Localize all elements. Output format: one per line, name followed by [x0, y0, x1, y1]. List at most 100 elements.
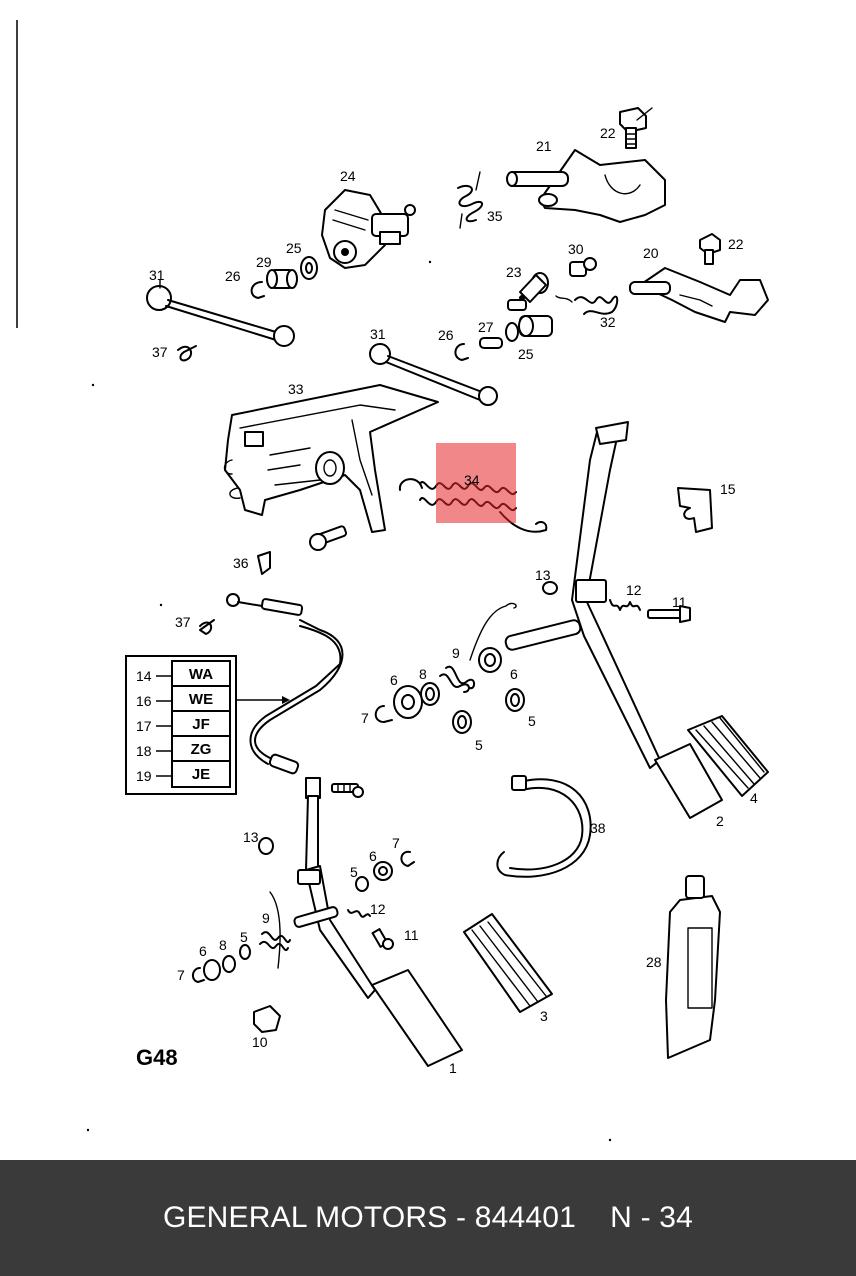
callout-37-top: 37: [152, 344, 168, 360]
part-32-spring: [555, 295, 619, 315]
callout-28: 28: [646, 954, 662, 970]
callout-13-lower: 13: [243, 829, 259, 845]
part-4-pedal-pad: [687, 715, 769, 797]
part-31-rod-right: [369, 343, 498, 406]
callout-9-lower: 9: [262, 910, 270, 926]
part-pedal-arm-right: [571, 421, 661, 769]
part-2-pedal-pad: [654, 743, 723, 819]
part-23-pivot-pin: [507, 272, 549, 311]
throttle-cable: [226, 593, 344, 775]
callout-6-lower-right: 6: [369, 848, 377, 864]
footer-bar: GENERAL MOTORS - 844401 N - 34: [0, 1160, 856, 1276]
callout-37-mid: 37: [175, 614, 191, 630]
part-38-band: [496, 775, 592, 878]
code-num-18: 18: [136, 743, 152, 759]
part-22-bolt-top: [619, 107, 647, 149]
code-JE: JE: [192, 766, 210, 783]
part-9-spring-upper: [439, 602, 517, 693]
callout-12-upper: 12: [626, 582, 642, 598]
callout-3: 3: [540, 1008, 548, 1024]
part-36-clip: [257, 551, 271, 575]
part-6-bush-lower: [203, 959, 221, 981]
pedal-shaft: [504, 619, 582, 651]
callout-5-upper-right: 5: [528, 713, 536, 729]
callout-11-lower: 11: [404, 927, 419, 943]
callout-8-lower: 8: [219, 937, 227, 953]
callout-26-right: 26: [438, 327, 454, 343]
part-13-bush-lower: [258, 837, 274, 855]
callout-36: 36: [233, 555, 249, 571]
part-13-bush-upper: [542, 581, 558, 595]
code-num-14: 14: [136, 668, 152, 684]
callout-6-lower: 6: [199, 943, 207, 959]
part-8-washer-upper: [420, 682, 440, 706]
callout-5-upper-mid: 5: [475, 737, 483, 753]
part-11-bolt-upper: [647, 605, 691, 623]
callout-20: 20: [643, 245, 659, 261]
part-31-rod-left: [146, 285, 295, 347]
callout-30: 30: [568, 241, 584, 257]
callout-35: 35: [487, 208, 503, 224]
callout-15: 15: [720, 481, 736, 497]
part-12-spring-upper: [609, 599, 641, 611]
part-28-pedal-cover: [665, 875, 721, 1059]
pedal-shaft-lower: [293, 906, 339, 928]
callout-7-lower-right: 7: [392, 835, 400, 851]
callout-31-left: 31: [149, 267, 165, 283]
part-30-cap: [569, 257, 597, 277]
callout-25-right: 25: [518, 346, 534, 362]
code-table: 14 16 17 18 19 WA WE JF ZG JE: [125, 655, 290, 795]
callout-6-upper-right: 6: [510, 666, 518, 682]
part-6-bush-lower-right: [373, 861, 393, 881]
callout-10: 10: [252, 1034, 268, 1050]
code-WE: WE: [189, 691, 213, 708]
callout-33: 33: [288, 381, 304, 397]
callout-13-upper: 13: [535, 567, 551, 583]
callout-34: 34: [464, 472, 480, 488]
part-8-washer-lower: [222, 955, 236, 973]
callout-38: 38: [590, 820, 606, 836]
bolt-accelerator: [331, 783, 364, 798]
part-5-washer-upper-right: [505, 688, 525, 712]
part-37-clip-top: [177, 345, 197, 362]
callout-31-right: 31: [370, 326, 386, 342]
page-code-label: G48: [136, 1045, 178, 1070]
part-26-clip-right: [454, 343, 469, 361]
scan-noise-dots: [86, 260, 612, 1142]
callout-26-left: 26: [225, 268, 241, 284]
part-33-mounting-bracket: [223, 384, 439, 533]
callout-32: 32: [600, 314, 616, 330]
part-6-bush-upper-left: [393, 685, 423, 719]
callout-8-upper: 8: [419, 666, 427, 682]
code-WA: WA: [189, 666, 213, 683]
part-35-spring: [457, 171, 483, 229]
part-22-bolt-right: [699, 233, 721, 265]
callout-6-upper-left: 6: [390, 672, 398, 688]
callout-11-upper: 11: [672, 594, 687, 610]
part-1-accelerator-pad: [371, 969, 463, 1067]
part-5-washer-lower: [239, 944, 251, 960]
part-5-washer-upper-mid: [452, 710, 472, 734]
callout-22-top: 22: [600, 125, 616, 141]
parts-diagram: 14 16 17 18 19 WA WE JF ZG JE: [16, 20, 769, 1142]
code-num-16: 16: [136, 693, 152, 709]
callout-12-lower: 12: [370, 901, 386, 917]
part-25-bush-right: [505, 315, 553, 342]
callout-2: 2: [716, 813, 724, 829]
part-5-washer-lower-right: [355, 876, 369, 892]
part-15-clip: [677, 487, 713, 533]
part-10-cap: [253, 1005, 281, 1033]
code-JF: JF: [192, 716, 210, 733]
code-ZG: ZG: [191, 741, 212, 758]
part-7-clip-lower: [192, 967, 205, 983]
part-24-lever: [321, 189, 416, 269]
part-25-washer-left: [300, 256, 318, 280]
part-12-spring-lower: [347, 909, 371, 918]
callout-23: 23: [506, 264, 522, 280]
part-6-bush-upper-right: [478, 647, 502, 673]
part-37-clip-mid: [199, 619, 215, 635]
callout-7-lower: 7: [177, 967, 185, 983]
part-7-clip-lower-right: [400, 850, 415, 867]
callout-1: 1: [449, 1060, 457, 1076]
callout-21: 21: [536, 138, 552, 154]
